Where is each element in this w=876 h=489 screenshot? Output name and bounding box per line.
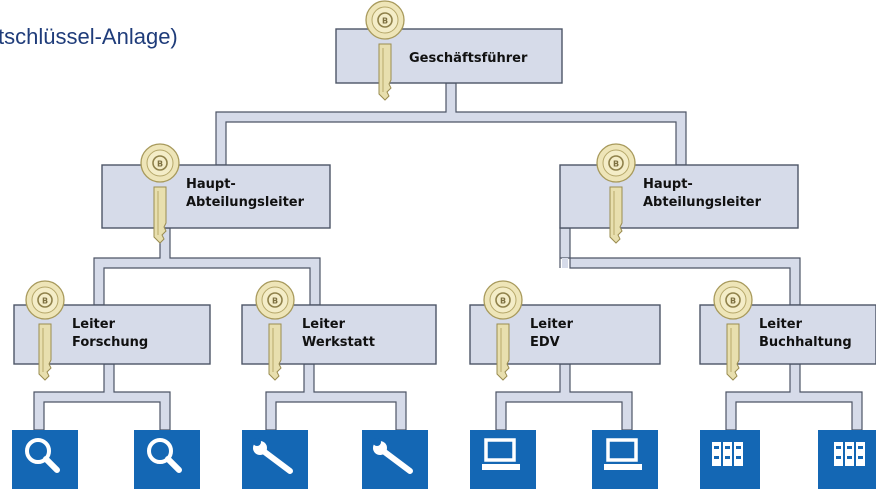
svg-text:Abteilungsleiter: Abteilungsleiter (186, 195, 305, 210)
svg-text:Leiter: Leiter (302, 317, 346, 332)
page-title: tschlüssel-Anlage) (0, 24, 178, 49)
node-haupt-abteilungsleiter-left: Haupt- Abteilungsleiter (101, 143, 331, 244)
node-label: Abteilungsleiter (186, 195, 305, 210)
binders-icon (700, 430, 760, 489)
computer-icon (470, 430, 536, 489)
node-leiter-werkstatt: Leiter Werkstatt (241, 280, 437, 381)
node-label: EDV (530, 335, 560, 350)
wrench-icon (242, 430, 308, 489)
node-label: Haupt- (643, 177, 693, 192)
node-label: Buchhaltung (759, 335, 852, 350)
node-label: Geschäftsführer (409, 51, 528, 66)
node-label: Abteilungsleiter (643, 195, 762, 210)
wrench-icon (362, 430, 428, 489)
node-label: Leiter (72, 317, 116, 332)
svg-text:Leiter: Leiter (530, 317, 574, 332)
node-label: Forschung (72, 335, 148, 350)
svg-text:Haupt-: Haupt- (643, 177, 693, 192)
node-label: Werkstatt (302, 335, 375, 350)
node-label: Leiter (302, 317, 346, 332)
svg-text:Werkstatt: Werkstatt (302, 335, 375, 350)
svg-text:Forschung: Forschung (72, 335, 148, 350)
magnifier-icon (12, 430, 78, 489)
node-leiter-forschung: Leiter Forschung (13, 280, 211, 381)
svg-text:Haupt-: Haupt- (186, 177, 236, 192)
svg-text:Leiter: Leiter (759, 317, 803, 332)
node-leiter-buchhaltung: Leiter Buchhaltung (699, 280, 876, 381)
connector-pipes (33, 82, 863, 431)
svg-text:EDV: EDV (530, 335, 560, 350)
svg-text:Abteilungsleiter: Abteilungsleiter (643, 195, 762, 210)
node-haupt-abteilungsleiter-right: Haupt- Abteilungsleiter (559, 143, 799, 244)
binders-icon (818, 430, 876, 489)
node-geschaeftsfuehrer: Geschäftsführer (335, 0, 563, 101)
node-label: Leiter (759, 317, 803, 332)
node-label: Haupt- (186, 177, 236, 192)
svg-text:Buchhaltung: Buchhaltung (759, 335, 852, 350)
svg-text:Leiter: Leiter (72, 317, 116, 332)
computer-icon (592, 430, 658, 489)
node-label: Leiter (530, 317, 574, 332)
node-leiter-edv: Leiter EDV (469, 280, 661, 381)
magnifier-icon (134, 430, 200, 489)
